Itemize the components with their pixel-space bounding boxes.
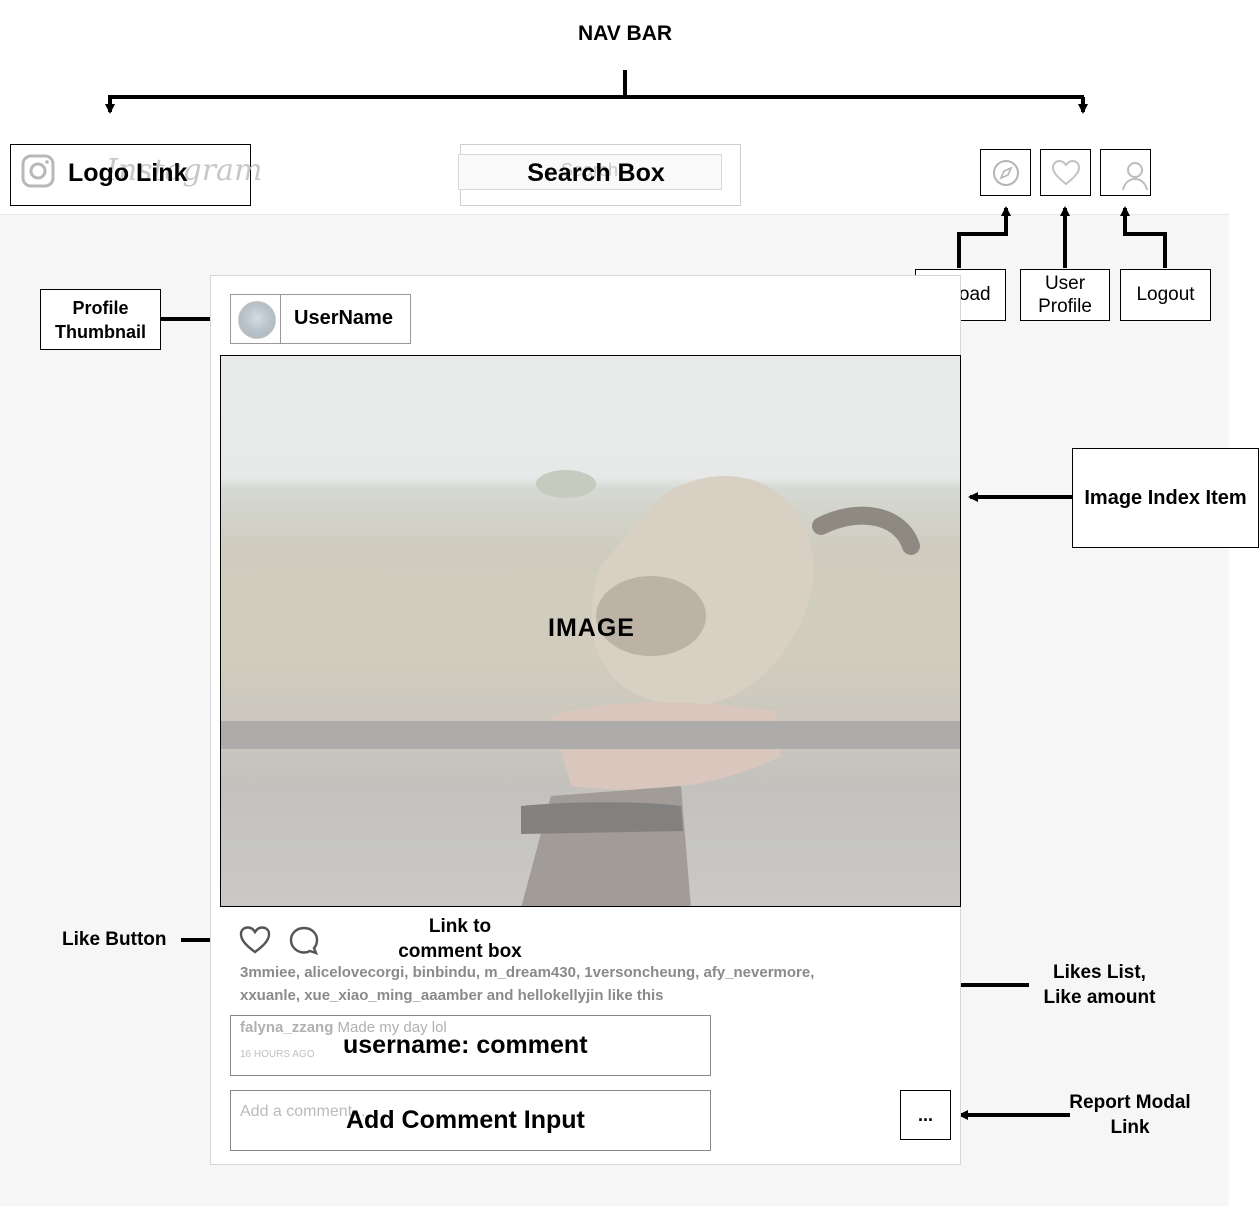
profile-thumbnail-label: Profile Thumbnail xyxy=(55,297,146,342)
username-label: UserName xyxy=(294,307,393,329)
person-icon xyxy=(1122,162,1148,191)
profile-thumbnail[interactable] xyxy=(230,294,281,344)
comment-box-label: username: comment xyxy=(343,1031,588,1059)
logo-link[interactable]: Instagram Logo Link xyxy=(10,144,262,206)
logo-link-label: Logo Link xyxy=(68,159,188,187)
user-profile-label: User Profile xyxy=(1038,273,1092,317)
heart-icon xyxy=(1051,159,1080,185)
user-profile-label-box: User Profile xyxy=(1020,269,1110,321)
comment-faded-line: falyna_zzang Made my day lol xyxy=(240,1019,447,1036)
report-modal-annotation: Report Modal Link xyxy=(1069,1092,1191,1138)
likes-list-annotation: Likes List, Like amount xyxy=(1043,962,1156,1008)
likes-list-line2[interactable]: xxuanle, xue_xiao_ming_aaamber and hello… xyxy=(240,987,664,1004)
comment-box: falyna_zzang Made my day lol 16 HOURS AG… xyxy=(230,1015,711,1076)
comment-faded-time: 16 HOURS AGO xyxy=(240,1049,315,1060)
image-label: IMAGE xyxy=(548,614,635,642)
upload-nav-button[interactable] xyxy=(980,149,1031,196)
report-button-label: ... xyxy=(917,1104,933,1125)
add-comment-input[interactable]: Add a comment... Add Comment Input xyxy=(230,1090,711,1151)
logout-nav-button[interactable] xyxy=(1100,149,1151,196)
comment-faded-user: falyna_zzang xyxy=(240,1019,334,1036)
search-box[interactable]: Search Search Box xyxy=(458,144,741,206)
search-faded-text: Search xyxy=(561,160,619,180)
search-box-label: Search Box xyxy=(527,159,665,187)
like-button-annotation: Like Button xyxy=(62,929,167,950)
add-comment-label: Add Comment Input xyxy=(346,1106,585,1134)
compass-icon xyxy=(992,159,1019,186)
heart-icon[interactable] xyxy=(238,925,272,955)
likes-list-line1[interactable]: 3mmiee, alicelovecorgi, binbindu, m_drea… xyxy=(240,964,815,981)
add-comment-placeholder: Add a comment... xyxy=(240,1103,366,1120)
comment-link-annotation: Link to comment box xyxy=(398,916,522,962)
logout-label: Logout xyxy=(1136,284,1195,305)
user-profile-nav-button[interactable] xyxy=(1040,149,1091,196)
image-index-item-label-box: Image Index Item xyxy=(1072,448,1259,548)
nav-bar-title: NAV BAR xyxy=(577,22,673,45)
username-link[interactable]: UserName xyxy=(280,294,411,344)
profile-thumbnail-label-box: Profile Thumbnail xyxy=(40,289,161,350)
search-input-field[interactable] xyxy=(458,154,722,190)
report-modal-button[interactable]: ... xyxy=(900,1090,951,1140)
comment-faded-text: Made my day lol xyxy=(337,1019,447,1036)
logo-faded-text: Instagram xyxy=(106,153,263,188)
logout-label-box: Logout xyxy=(1120,269,1211,321)
image-index-item-label: Image Index Item xyxy=(1084,486,1247,509)
instagram-logo-icon xyxy=(21,154,55,188)
nav-divider xyxy=(0,214,1229,215)
avatar xyxy=(238,301,276,339)
post-image: IMAGE xyxy=(220,355,961,907)
photo-scene xyxy=(221,356,960,906)
comment-icon[interactable] xyxy=(288,925,320,955)
